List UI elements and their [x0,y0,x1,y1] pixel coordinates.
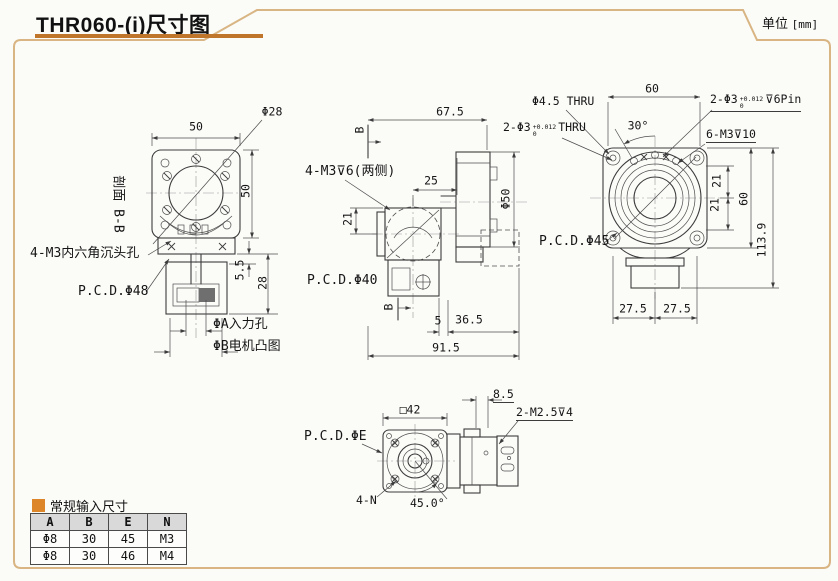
side-dim-25: 25 [424,173,438,188]
tolerance-lower: 0 [532,129,537,138]
rear-dim-60-top: 60 [645,81,659,96]
rear-pin-suffix: ⊽6Pin [765,92,802,106]
tolerance-upper: +0.012 [532,123,557,131]
rear-tap-label: 6-M3⊽10 [706,127,756,144]
front-dim-flange: 5.5 [232,259,247,281]
unit-prefix: 单位 [762,16,789,31]
table-legend-text: 常规输入尺寸 [50,499,129,514]
front-view-linework [145,119,278,357]
rear-thru-label: Φ4.5 THRU [532,94,595,108]
front-dim-height: 50 [238,184,253,198]
front-bore-label: Φ28 [261,104,283,119]
page-title: THR060-(i)尺寸图 [36,14,211,37]
bottom-screw-label: 4-N [356,493,377,507]
side-dim-21: 21 [340,212,355,226]
side-section-mark-bottom: B [381,303,396,311]
table-cell: 45 [108,530,148,548]
side-view-linework [344,118,530,360]
table-cell: 30 [69,530,109,548]
front-counterbore-label: 4-M3内六角沉头孔 [30,246,140,261]
side-dim-phi50: Φ50 [498,188,513,210]
title-underline [35,34,263,38]
table-header-cell: N [147,513,187,531]
rear-angle-30: 30° [627,118,649,133]
rear-dim-27-5-right: 27.5 [663,301,691,316]
rear-dim-total-height: 113.9 [754,222,769,258]
rear-dim-21-upper: 21 [709,174,724,188]
bottom-dim-square: □42 [399,402,421,417]
table-header-cell: B [69,513,109,531]
side-dim-total-bottom: 91.5 [432,340,460,355]
side-section-mark-top: B [352,126,367,134]
table-cell: M3 [147,530,187,548]
rear-pin-thru-prefix: 2-Φ3 [503,120,531,134]
front-section-label: 剖面 B-B [110,175,126,233]
rear-dim-60-right: 60 [736,192,751,206]
front-pcd-label: P.C.D.Φ48 [78,284,149,299]
front-input-hole-label: ΦA入力孔 [213,317,268,332]
input-size-table: A B E N Φ8 30 45 M3 Φ8 30 46 M4 [30,513,187,565]
rear-dim-21-lower: 21 [707,198,722,212]
front-motor-boss-label: ΦB电机凸图 [213,339,281,354]
table-cell: Φ8 [30,547,70,565]
bottom-dim-8-5: 8.5 [493,387,514,404]
table-legend: 常规输入尺寸 [32,496,128,515]
front-dim-width: 50 [189,119,203,134]
unit-label: 单位 [mm] [762,13,818,32]
table-cell: 30 [69,547,109,565]
table-header-row: A B E N [30,513,187,531]
table-cell: 46 [108,547,148,565]
rear-pcd-label: P.C.D.Φ45 [539,234,610,249]
rear-dim-27-5-left: 27.5 [619,301,647,316]
side-pcd-label: P.C.D.Φ40 [307,273,378,288]
front-dim-motor: 28 [255,276,270,290]
table-row: Φ8 30 46 M4 [30,547,187,565]
page-frame [13,9,831,569]
bottom-pcd-label: P.C.D.ΦE [304,429,367,444]
tolerance-lower: 0 [739,101,744,110]
legend-square-icon [32,499,45,512]
side-dim-36-5: 36.5 [455,312,483,327]
tolerance-upper: +0.012 [739,95,764,103]
unit-value: [mm] [791,18,819,31]
table-header-cell: A [30,513,70,531]
side-dim-total-top: 67.5 [436,104,464,119]
side-dim-5: 5 [434,313,442,328]
side-tap-label: 4-M3⊽6(两侧) [305,164,396,179]
rear-view-linework [561,95,779,324]
table-header-cell: E [108,513,148,531]
rear-pin-thru-suffix: THRU [558,120,586,134]
table-row: Φ8 30 45 M3 [30,530,187,548]
table-cell: Φ8 [30,530,70,548]
table-cell: M4 [147,547,187,565]
bottom-view-linework [361,396,519,500]
bottom-angle-45: 45.0° [410,496,445,510]
bottom-tap-label: 2-M2.5⊽4 [516,405,573,422]
rear-pin-prefix: 2-Φ3 [710,92,738,106]
